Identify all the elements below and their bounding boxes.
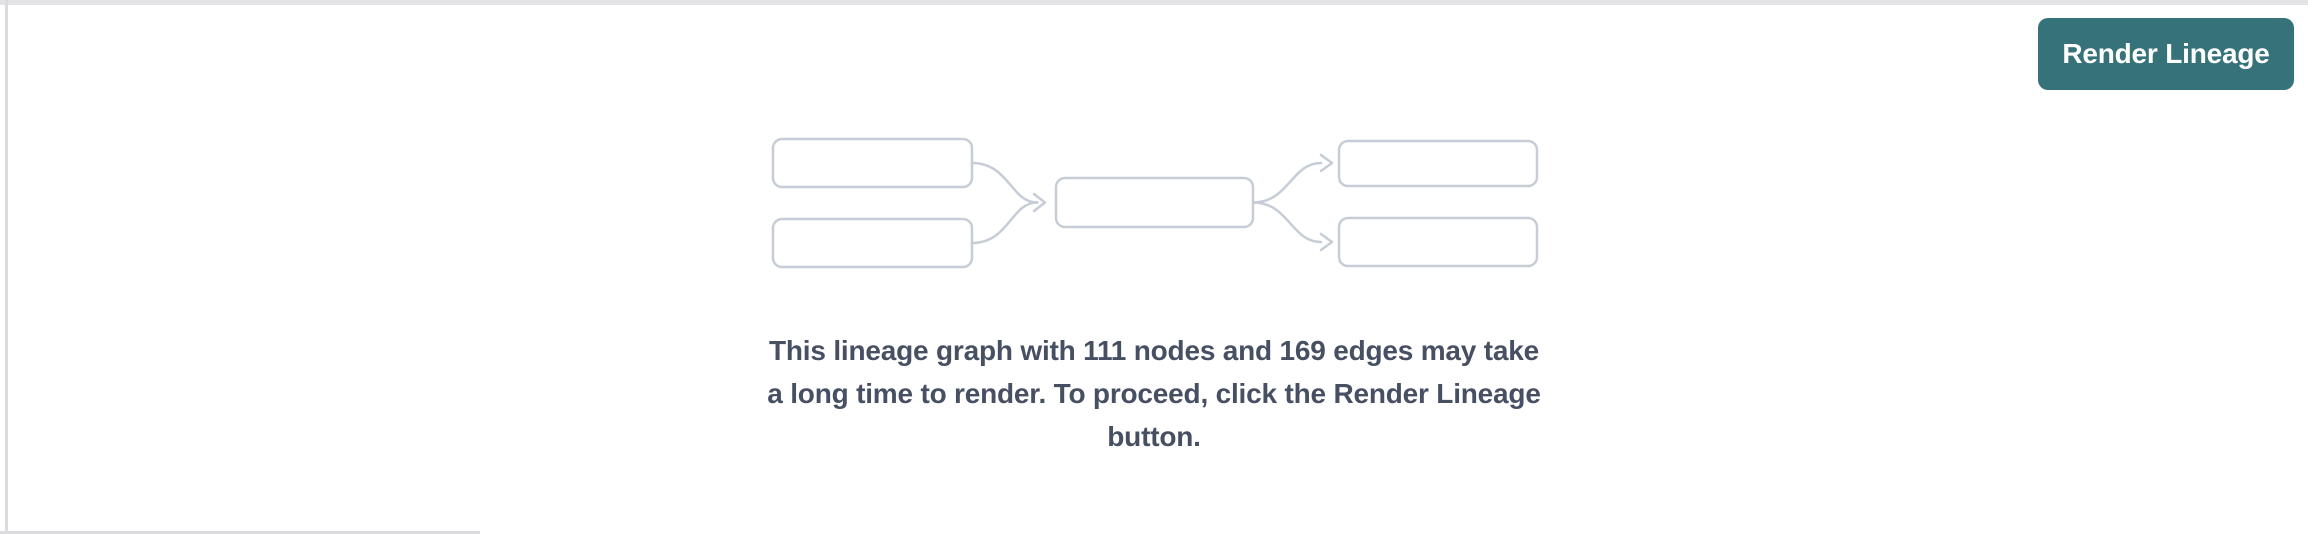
- graph-node: [771, 137, 974, 189]
- graph-node: [1337, 139, 1539, 188]
- lineage-placeholder-graphic: [771, 137, 1539, 269]
- arrowhead-icon: [1319, 232, 1334, 252]
- message-line: a long time to render. To proceed, click…: [767, 378, 1541, 409]
- graph-node: [771, 217, 974, 269]
- arrowhead-icon: [1319, 153, 1334, 173]
- graph-edge: [1251, 201, 1323, 244]
- render-lineage-button[interactable]: Render Lineage: [2038, 18, 2294, 90]
- graph-edge: [1251, 161, 1323, 204]
- graph-edge: [970, 201, 1039, 245]
- panel-left-border: [5, 0, 8, 534]
- graph-edge: [970, 161, 1039, 204]
- arrowhead-icon: [1032, 192, 1047, 213]
- message-line: button.: [1107, 421, 1201, 452]
- message-line: This lineage graph with 111 nodes and 16…: [769, 335, 1539, 366]
- panel-bottom-border: [0, 531, 480, 534]
- graph-node: [1054, 176, 1255, 229]
- render-warning-message: This lineage graph with 111 nodes and 16…: [0, 329, 2308, 458]
- panel-top-border: [0, 0, 2308, 5]
- graph-node: [1337, 216, 1539, 268]
